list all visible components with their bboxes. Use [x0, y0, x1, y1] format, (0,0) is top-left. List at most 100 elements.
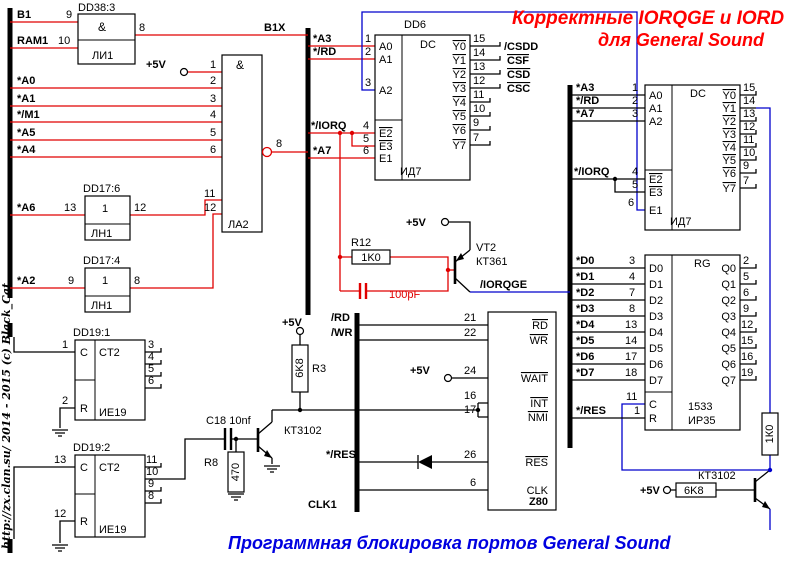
dd19-1-out1: 4 [148, 351, 154, 363]
dd6-ref: DD6 [404, 19, 426, 31]
dd17-6-chip: ЛН1 [91, 228, 112, 240]
ir35-pin18: 18 [625, 367, 637, 379]
net-a5: *A5 [17, 127, 35, 139]
dd6-pin11: 11 [473, 89, 484, 101]
r8-ref: R8 [204, 457, 218, 469]
r6k8-body [675, 482, 717, 498]
net-a7: *A7 [313, 145, 331, 157]
la2-func: & [236, 58, 244, 72]
z80-body [487, 311, 557, 511]
net-iorq: */IORQ [311, 120, 347, 132]
ir35-d1: D1 [649, 279, 663, 291]
dd19-2-c: C [80, 462, 88, 474]
dec2-y3: Y3 [723, 129, 736, 141]
r3-val: 6K8 [294, 358, 306, 378]
net-a6: *A6 [17, 202, 35, 214]
la2-pin6: 6 [210, 144, 216, 156]
c18-capacitor [223, 428, 233, 450]
wait-5v: +5V [410, 365, 431, 377]
la2-pin1: 1 [210, 59, 216, 71]
ir35-qpin19: 19 [741, 367, 753, 379]
r3-5v: +5V [282, 317, 303, 329]
dd6-chip: ИД7 [400, 166, 421, 178]
dd6-pin5: 5 [363, 133, 369, 145]
ir35-q3: Q3 [721, 311, 736, 323]
dd6-a1: A1 [379, 54, 392, 66]
dd19-1-func: CT2 [99, 347, 120, 359]
dd38-pin10: 10 [58, 35, 70, 47]
z80-nmi: NMI [528, 412, 548, 424]
net2-a7: *A7 [576, 108, 594, 120]
z80-wait: WAIT [521, 373, 548, 385]
dec2-y0: Y0 [723, 90, 736, 102]
dd17-4-func: 1 [102, 275, 108, 287]
c18-label: C18 10nf [206, 415, 252, 427]
dec2-pin4: 4 [632, 166, 638, 178]
dec2-y2: Y2 [723, 116, 736, 128]
ir35-d7: D7 [649, 375, 663, 387]
net-zwr: /WR [331, 327, 352, 339]
z80-pin17: 17 [464, 404, 476, 416]
ir35-d4: D4 [649, 327, 663, 339]
dd19-2-labels: DD19:2 C CT2 R ИЕ19 13 12 11 10 9 8 [54, 442, 158, 536]
r12-body [351, 249, 391, 265]
ir35-pin7: 7 [629, 287, 635, 299]
net-d5: *D5 [576, 335, 594, 347]
dd17-4-pin9: 9 [68, 275, 74, 287]
dec2-e3: E3 [649, 187, 662, 199]
title-bottom: Программная блокировка портов General So… [228, 533, 672, 553]
dd19-1-c: C [80, 347, 88, 359]
ir35-qpin6: 6 [743, 287, 749, 299]
dec2-y5: Y5 [723, 155, 736, 167]
ir35-labels: RG D0 D1 D2 D3 D4 D5 D6 D7 C R 1533 ИР35… [576, 255, 753, 427]
la2-pin12: 12 [204, 202, 216, 214]
ir35-q4: Q4 [721, 327, 736, 339]
ir35-q1: Q1 [721, 279, 736, 291]
ir35-chip2: ИР35 [688, 415, 715, 427]
ir35-qpin5: 5 [743, 271, 749, 283]
dd19-2-out3: 8 [148, 490, 154, 502]
dd17-6-func: 1 [102, 203, 108, 215]
dec2-a0: A0 [649, 90, 662, 102]
net-d1: *D1 [576, 271, 594, 283]
dd17-6-pin12: 12 [134, 202, 146, 214]
dd6-y4: Y4 [453, 97, 466, 109]
decoder2-body [644, 84, 741, 231]
net-res-right: */RES [576, 405, 606, 417]
net-a1: *A1 [17, 93, 35, 105]
watermark: http://zx.clan.su/ 2014 - 2015 (c) Black… [0, 283, 14, 549]
dd6-y2: Y2 [453, 69, 466, 81]
la2-labels: & ЛА2 1 2 3 4 5 6 11 12 8 +5V *A0 *A1 */… [17, 58, 282, 231]
ir35-func: RG [694, 258, 711, 270]
ir35-pin3: 3 [629, 255, 635, 267]
z80-pin24: 24 [464, 365, 476, 377]
dec2-pin6: 6 [628, 197, 634, 209]
ir35-c: C [649, 399, 657, 411]
dec2-func: DC [690, 88, 706, 100]
z80-pin16: 16 [464, 390, 476, 402]
q1-val: КТ3102 [284, 425, 322, 437]
la2-5v: +5V [146, 59, 167, 71]
net-iorqge: /IORQGE [480, 279, 527, 291]
net-rd: */RD [313, 46, 336, 58]
net-m1: */M1 [17, 109, 40, 121]
dd19-2-pin-c: 13 [54, 454, 66, 466]
dec2-pin10: 10 [743, 147, 755, 159]
z80-wr: WR [530, 335, 548, 347]
la2-inversion-bubble [261, 146, 273, 158]
dd6-pin14: 14 [473, 47, 485, 59]
dd19-1-pin-c: 1 [62, 339, 68, 351]
ir35-pin17: 17 [625, 351, 637, 363]
dd6-y6: Y6 [453, 125, 466, 137]
dd6-pin3: 3 [365, 77, 371, 89]
dec2-y6: Y6 [723, 168, 736, 180]
r6k8-val: 6K8 [684, 485, 704, 497]
ir35-qpin12: 12 [741, 319, 753, 331]
kt3102-1-transistor [256, 410, 273, 459]
dd6-pin2: 2 [365, 46, 371, 58]
power-terminals [179, 67, 672, 495]
net-csf: CSF [507, 55, 529, 67]
junction-dots [233, 130, 773, 473]
dec2-pin13: 13 [743, 108, 755, 120]
la2-pin8: 8 [276, 138, 282, 150]
